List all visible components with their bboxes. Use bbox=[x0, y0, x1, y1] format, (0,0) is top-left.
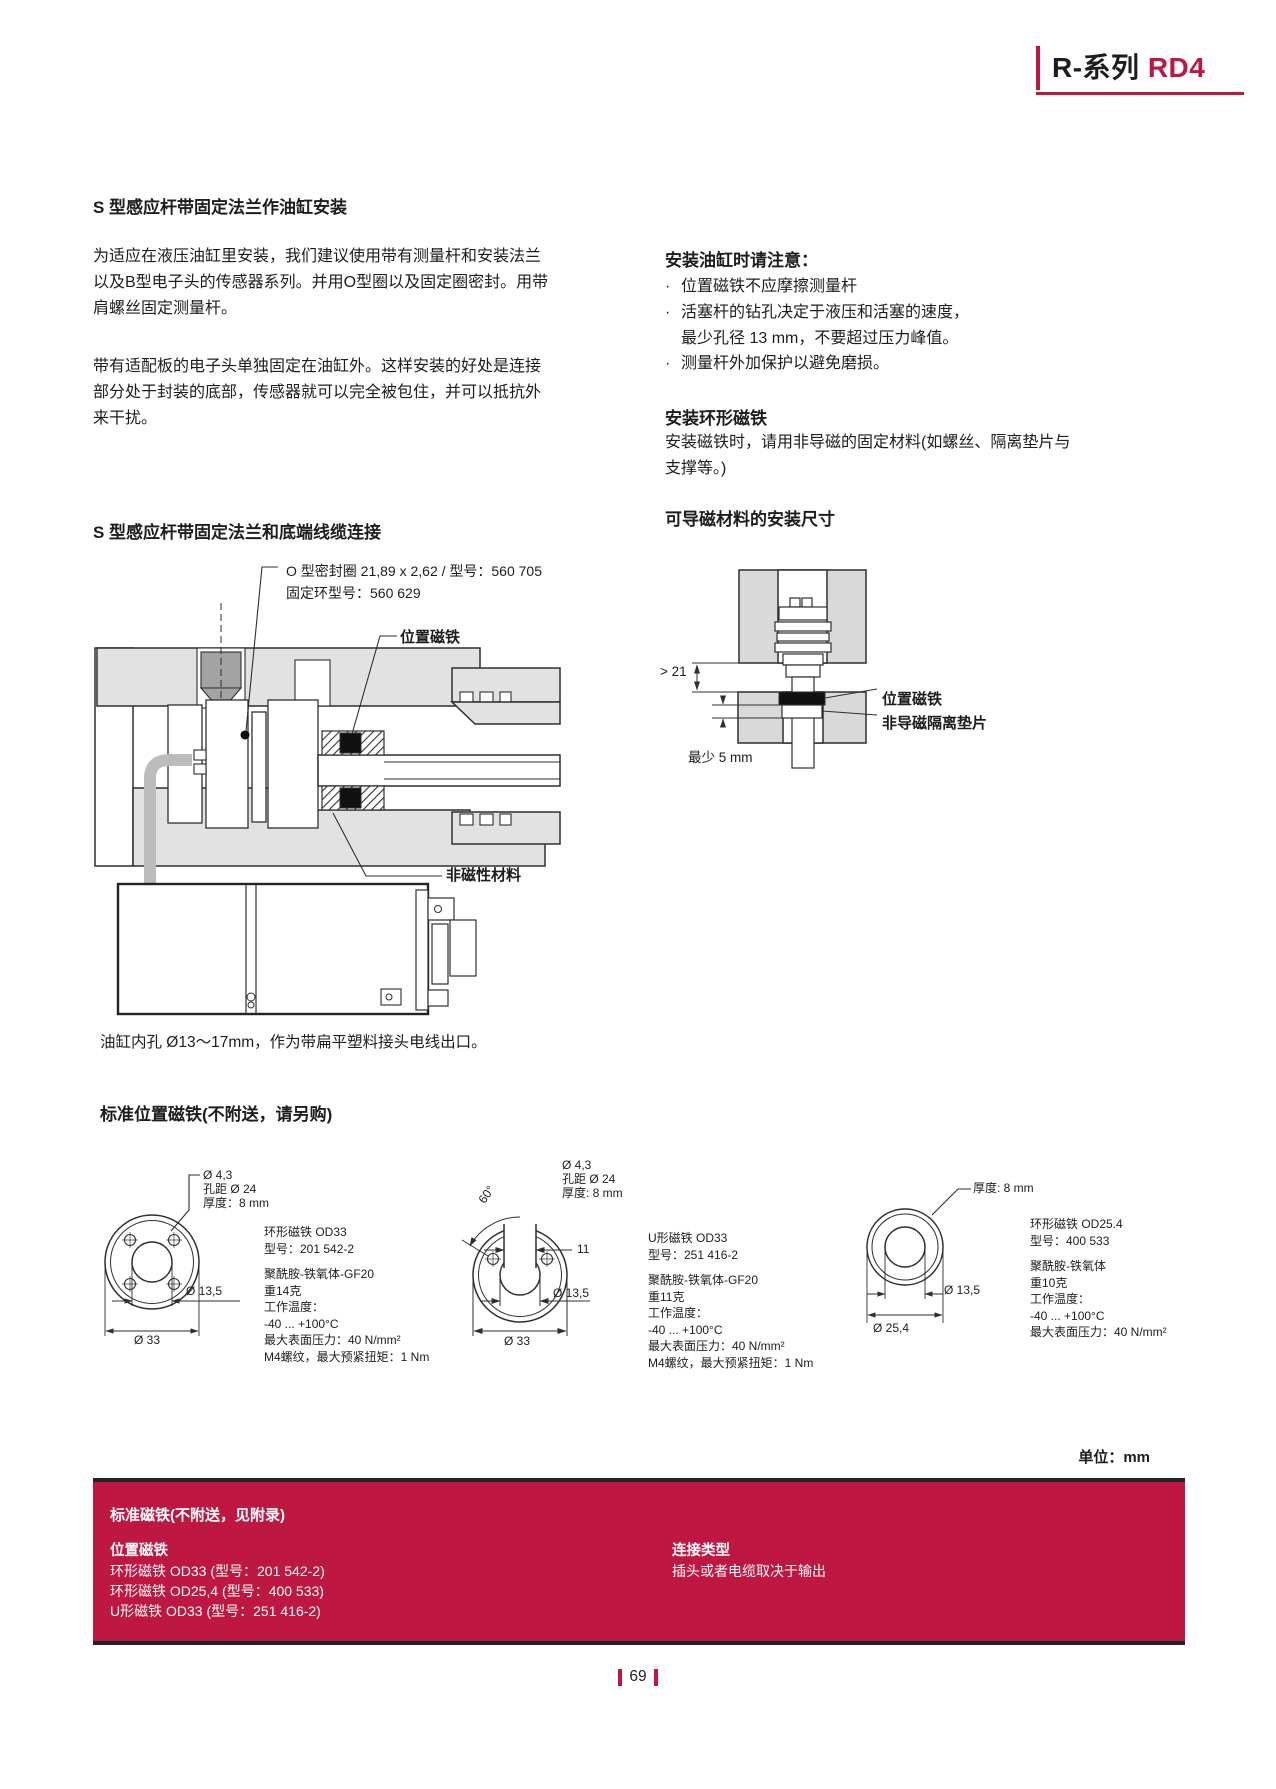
ring-magnet-od254-figure bbox=[866, 1188, 971, 1323]
small-ring-magnet-shapes bbox=[866, 1188, 971, 1323]
m1-dim-inner: Ø 13,5 bbox=[186, 1284, 223, 1298]
side-connector bbox=[415, 889, 477, 1011]
page-title-model: RD4 bbox=[1147, 52, 1206, 83]
cylinder-cross-section-figure bbox=[94, 566, 561, 1016]
dim-gap-label: > 21 bbox=[660, 664, 687, 679]
m3-dim-outer: Ø 25,4 bbox=[873, 1321, 910, 1335]
page-title-series: R-系列 bbox=[1052, 52, 1140, 83]
paragraph-adapter: 带有适配板的电子头单独固定在油缸外。这样安装的好处是连接 部分处于封装的底部，传… bbox=[93, 358, 542, 427]
position-magnet-assembly bbox=[321, 730, 385, 811]
m2-spec-block: U形磁铁 OD33 型号：251 416-2 聚酰胺-铁氧体-GF20 重11克… bbox=[648, 1230, 858, 1371]
electronics-housing bbox=[116, 882, 430, 1016]
note-bullet-3: · 测量杆外加保护以避免磨损。 bbox=[665, 351, 889, 377]
m2-slot-width-label: 11 bbox=[577, 1242, 590, 1256]
ring-magnet-od33-figure bbox=[104, 1174, 240, 1336]
m2-model: 型号：251 416-2 bbox=[648, 1247, 739, 1262]
page-number-bar-left bbox=[618, 1668, 623, 1686]
footer-col1-item: U形磁铁 OD33 (型号：251 416-2) bbox=[110, 1603, 321, 1619]
magnets-heading: 标准位置磁铁(不附送，请另购) bbox=[100, 1105, 333, 1124]
bullet-dot: · bbox=[665, 355, 671, 372]
page-number: 69 bbox=[629, 1668, 647, 1685]
notes-heading: 安装油缸时请注意： bbox=[665, 251, 818, 270]
m1-spec-block: 环形磁铁 OD33 型号：201 542-2 聚酰胺-铁氧体-GF20 重14克… bbox=[264, 1224, 464, 1365]
units-note: 单位：mm bbox=[1078, 1449, 1150, 1466]
m3-spec-block: 环形磁铁 OD25.4 型号：400 533 聚酰胺-铁氧体 重10克 工作温度… bbox=[1030, 1216, 1230, 1341]
u-magnet-od33-figure bbox=[461, 1216, 590, 1336]
dim-min5-label: 最少 5 mm bbox=[688, 750, 753, 765]
m1-name: 环形磁铁 OD33 bbox=[264, 1225, 347, 1239]
m3-dim-inner: Ø 13,5 bbox=[944, 1283, 981, 1297]
ring-magnet-install-heading: 安装环形磁铁 bbox=[665, 409, 767, 428]
ring-magnet-install-line2: 支撑等。) bbox=[665, 460, 727, 477]
nonmagnetic-spacer-label: 非导磁隔离垫片 bbox=[882, 715, 988, 732]
cylinder-bore-caption: 油缸内孔 Ø13～17mm，作为带扁平塑料接头电线出口。 bbox=[100, 1034, 487, 1051]
m1-callout: Ø 4,3 孔距 Ø 24 厚度：8 mm bbox=[203, 1168, 270, 1210]
bullet-dot: · bbox=[665, 278, 671, 295]
piston-rod bbox=[317, 754, 561, 787]
page-title: R-系列 RD4 bbox=[1052, 46, 1205, 86]
footer-box-heading: 标准磁铁(不附送，见附录) bbox=[110, 1507, 285, 1524]
header-accent-rule bbox=[1036, 92, 1244, 95]
u-magnet-shapes bbox=[461, 1216, 590, 1336]
m3-model: 型号：400 533 bbox=[1030, 1233, 1110, 1248]
bullet-dot: · bbox=[665, 304, 671, 321]
footer-col1-heading: 位置磁铁 bbox=[110, 1543, 168, 1559]
note-bullet-2-cont: 最少孔径 13 mm，不要超过压力峰值。 bbox=[681, 330, 959, 347]
cable-bottom-heading: S 型感应杆带固定法兰和底端线缆连接 bbox=[93, 523, 382, 542]
m1-dim-outer: Ø 33 bbox=[134, 1333, 161, 1347]
page-number-bar-right bbox=[653, 1668, 658, 1686]
magnetizable-figure-shapes bbox=[692, 569, 878, 769]
standard-magnets-footer-box bbox=[93, 1478, 1185, 1645]
footer-col1-item: 环形磁铁 OD25,4 (型号：400 533) bbox=[110, 1583, 324, 1599]
ring-magnet-install-line1: 安装磁铁时，请用非导磁的固定材料(如螺丝、隔离垫片与 bbox=[665, 434, 1071, 451]
magnetizable-install-figure bbox=[692, 569, 878, 769]
retaining-ring-label: 固定环型号：560 629 bbox=[286, 585, 421, 601]
m2-dim-outer: Ø 33 bbox=[504, 1334, 531, 1348]
m2-callout: Ø 4,3 孔距 Ø 24 厚度: 8 mm bbox=[562, 1158, 623, 1200]
m2-name: U形磁铁 OD33 bbox=[648, 1231, 728, 1245]
page-number-row: 69 bbox=[0, 1668, 1276, 1686]
m3-name: 环形磁铁 OD25.4 bbox=[1030, 1217, 1123, 1231]
m2-dim-inner: Ø 13,5 bbox=[553, 1286, 590, 1300]
section-heading-cylinder-install: S 型感应杆带固定法兰作油缸安装 bbox=[93, 198, 348, 217]
footer-col2-text: 插头或者电缆取决于输出 bbox=[672, 1563, 826, 1579]
position-magnet-label: 位置磁铁 bbox=[882, 691, 943, 708]
m1-model: 型号：201 542-2 bbox=[264, 1241, 355, 1256]
header-accent-bar bbox=[1036, 46, 1040, 90]
footer-col2-heading: 连接类型 bbox=[672, 1543, 730, 1559]
o-ring bbox=[240, 730, 250, 740]
paragraph-install: 为适应在液压油缸里安装，我们建议使用带有测量杆和安装法兰 以及B型电子头的传感器… bbox=[93, 248, 549, 317]
sensor-cable bbox=[144, 754, 192, 886]
note-bullet-2: · 活塞杆的钻孔决定于液压和活塞的速度， bbox=[665, 300, 969, 326]
ring-magnet-shapes bbox=[104, 1174, 240, 1336]
magnetizable-heading: 可导磁材料的安装尺寸 bbox=[665, 510, 835, 529]
oring-label: O 型密封圈 21,89 x 2,62 / 型号：560 705 bbox=[286, 563, 543, 579]
nonmagnetic-material-label: 非磁性材料 bbox=[446, 867, 522, 884]
note-bullet-1: · 位置磁铁不应摩擦测量杆 bbox=[665, 274, 857, 300]
cylinder-figure-shapes bbox=[94, 566, 561, 1016]
footer-col1-item: 环形磁铁 OD33 (型号：201 542-2) bbox=[110, 1563, 325, 1579]
m3-thickness-label: 厚度: 8 mm bbox=[973, 1181, 1034, 1195]
position-magnet-label-left: 位置磁铁 bbox=[400, 629, 461, 646]
